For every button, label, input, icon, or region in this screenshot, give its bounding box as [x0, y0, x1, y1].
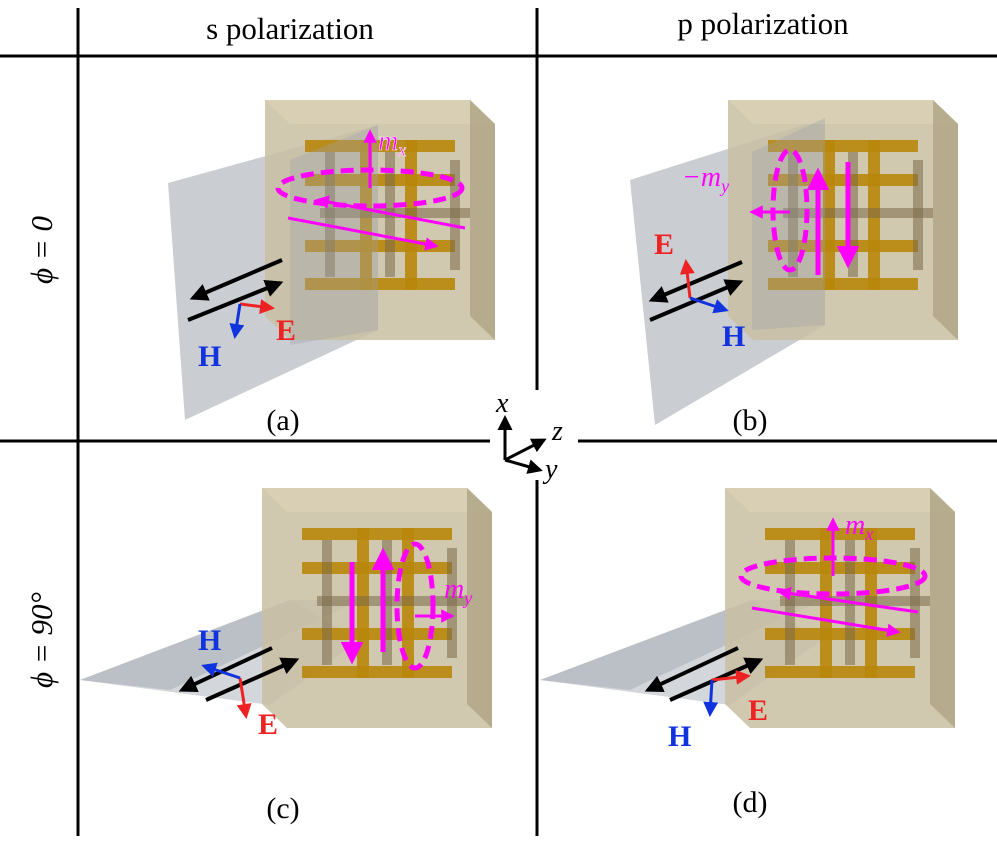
e-field-arrow	[239, 299, 275, 314]
e-field-arrow	[236, 677, 252, 719]
h-label: H	[722, 320, 745, 353]
current-arrow-lower	[287, 216, 439, 251]
axis-y-arrow	[504, 458, 543, 474]
current-arrow-upper	[777, 586, 919, 614]
wave-vector-arrow-1	[178, 646, 273, 693]
moment-label: my	[444, 574, 472, 608]
incidence-plane-front	[752, 118, 825, 330]
panel-label: (b)	[733, 404, 768, 437]
axis-z-arrow	[504, 438, 547, 462]
panel-a: mx E H (a)	[168, 100, 495, 437]
panel-c: my H E (c)	[80, 488, 492, 825]
h-label: H	[198, 340, 221, 373]
wave-vector-arrow-2	[205, 657, 300, 702]
wave-vector-arrow-1	[189, 258, 283, 301]
e-label: E	[258, 708, 278, 741]
current-arrow-lower	[751, 606, 901, 637]
column-header-p: p polarization	[677, 6, 849, 41]
current-loop	[770, 147, 810, 273]
panel-label: (a)	[266, 404, 299, 437]
e-label: E	[276, 314, 296, 347]
axis-z-label: z	[551, 416, 563, 447]
axis-x-label: x	[495, 388, 509, 419]
panel-label: (c)	[266, 792, 299, 825]
grid-lines	[0, 8, 997, 836]
panel-label: (d)	[733, 786, 768, 819]
e-label: E	[654, 228, 674, 261]
e-field-arrow	[711, 669, 751, 685]
row-label-phi90: ϕ = 90°	[24, 592, 59, 688]
h-field-arrow	[201, 662, 241, 680]
e-label: E	[748, 694, 768, 727]
wave-vector-arrow-1	[644, 646, 739, 693]
row-label-phi0: ϕ = 0	[24, 216, 59, 284]
h-label: H	[668, 720, 691, 753]
wave-vector-arrow-1	[648, 260, 743, 303]
panel-d: mx E H (d)	[540, 488, 955, 819]
current-arrow-upper	[315, 195, 466, 230]
axes-triad: x z y	[495, 388, 563, 485]
wave-vector-arrow-2	[187, 280, 284, 322]
panel-b: −my E H (b)	[630, 100, 958, 437]
moment-label: mx	[845, 510, 873, 544]
moment-label: mx	[378, 126, 406, 160]
h-label: H	[198, 624, 221, 657]
h-field-arrow	[229, 303, 245, 339]
current-loop	[394, 541, 436, 671]
column-header-s: s polarization	[206, 11, 374, 46]
moment-label: −my	[682, 162, 729, 196]
metamaterial-block	[262, 488, 492, 728]
incidence-plane-front	[290, 125, 378, 345]
axis-y-label: y	[542, 454, 558, 485]
h-field-arrow	[689, 296, 729, 314]
e-field-arrow	[679, 259, 695, 299]
h-field-arrow	[703, 679, 719, 717]
